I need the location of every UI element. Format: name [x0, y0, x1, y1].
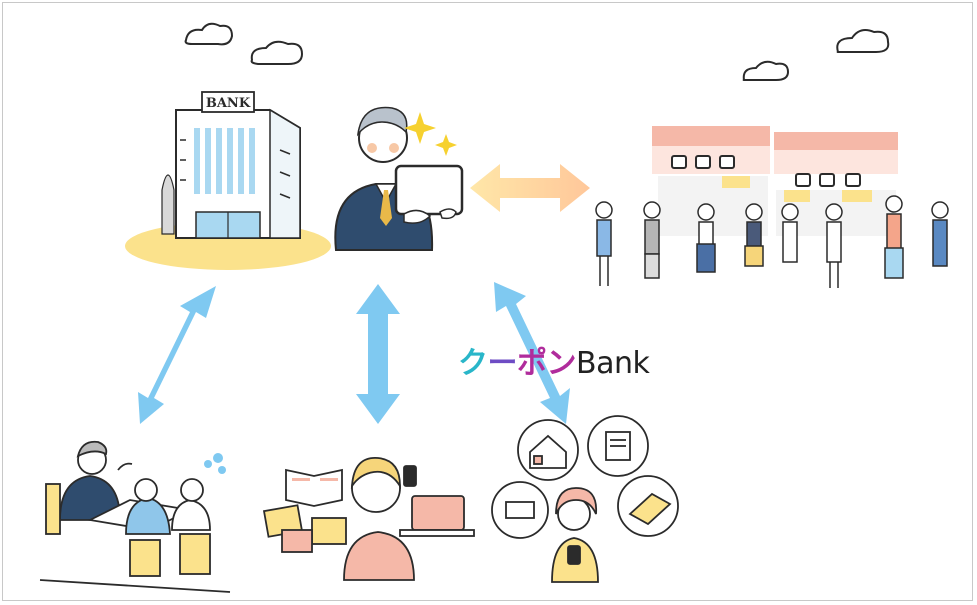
- logo-part-ku: ク: [458, 347, 488, 380]
- double-arrow-icon: [470, 164, 590, 212]
- coupon-bank-logo: クーポンBank: [458, 338, 650, 382]
- meeting-illustration: [39, 440, 231, 593]
- information-illustration: [491, 415, 679, 583]
- double-arrow-icon: [138, 286, 216, 424]
- cloud-icon: [250, 40, 304, 65]
- research-illustration: [262, 457, 475, 581]
- cloud-icon: [184, 22, 234, 46]
- logo-part-pon: ポン: [517, 347, 577, 380]
- bank-building-illustration: [125, 91, 331, 270]
- banker-with-tablet-illustration: [334, 106, 464, 251]
- bank-sign: BANK: [206, 96, 251, 111]
- logo-part-bank: Bank: [576, 346, 650, 381]
- double-arrow-icon: [494, 282, 570, 424]
- double-arrow-icon: [356, 284, 400, 424]
- logo-part-dash: ー: [487, 347, 518, 380]
- cloud-icon: [836, 29, 890, 53]
- cloud-icon: [742, 60, 790, 82]
- people-row-illustration: [595, 195, 949, 288]
- shopping-street-illustration: [652, 126, 898, 236]
